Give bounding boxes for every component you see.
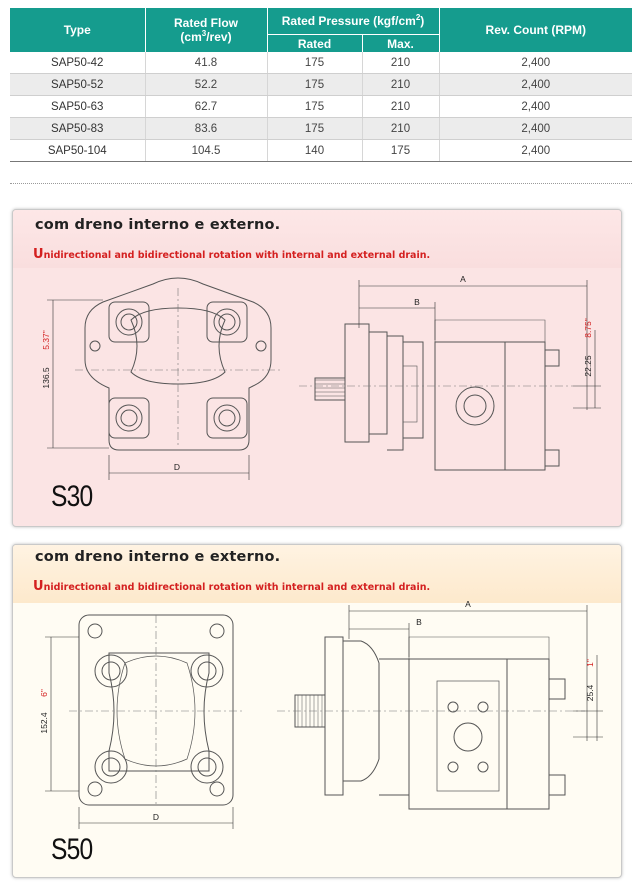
cell-max: 210 [362,117,440,140]
header-rev-count: Rev. Count (RPM) [439,8,633,52]
cell-max: 210 [362,52,440,74]
s30-dim-d: D [174,462,180,472]
panel-title: com dreno interno e externo. [35,549,281,565]
s30-height-mm: 136.5 [41,367,51,389]
header-rated-flow-line1: Rated Flow [173,16,238,30]
cell-rated: 175 [267,52,363,74]
cell-rpm: 2,400 [439,117,633,140]
header-rated-flow-line2-end: /rev) [206,30,232,44]
panel-title: com dreno interno e externo. [35,217,281,233]
header-rated-pressure-text: Rated Pressure (kgf/cm [281,14,416,28]
header-rated-pressure-sup: 2 [415,13,421,22]
subtitle-initial: U [33,579,44,594]
cell-rated: 175 [267,95,363,118]
subtitle-text: nidirectional and bidirectional rotation… [43,250,431,261]
spec-table: Type Rated Flow (cm3/rev) Rated Pressure… [10,8,633,162]
cell-flow: 104.5 [145,139,268,162]
panel-subtitle: Unidirectional and bidirectional rotatio… [33,247,430,262]
s30-technical-drawing: 136.5 5.37" D [41,274,601,480]
cell-rpm: 2,400 [439,52,633,74]
cell-max: 210 [362,73,440,96]
drawing-panel-s50: 152.4 6" D [12,544,622,878]
cell-rated: 175 [267,117,363,140]
s50-offset-in: 1" [585,659,595,667]
cell-type: SAP50-104 [10,139,146,162]
cell-type: SAP50-52 [10,73,146,96]
subtitle-initial: U [33,247,44,262]
cell-rated: 175 [267,73,363,96]
panel-subtitle: Unidirectional and bidirectional rotatio… [33,579,430,594]
s30-dim-b: B [414,297,420,307]
s50-technical-drawing: 152.4 6" D [39,599,603,829]
panel-header-band [13,545,621,603]
cell-rated: 140 [267,139,363,162]
header-rated-flow-sup: 3 [201,29,207,38]
cell-flow: 62.7 [145,95,268,118]
cell-max: 210 [362,95,440,118]
table-row: SAP50-104 104.5 140 175 2,400 [10,139,633,162]
cell-rpm: 2,400 [439,95,633,118]
header-rated-flow-line2: (cm [180,30,202,44]
s50-height-mm: 152.4 [39,712,49,734]
s30-height-in: 5.37" [41,330,51,350]
header-type: Type [10,8,146,52]
s50-dim-b: B [416,617,422,627]
dotted-separator [10,183,632,184]
table-row: SAP50-42 41.8 175 210 2,400 [10,52,633,74]
panel-header-band [13,210,621,268]
cell-type: SAP50-83 [10,117,146,140]
s50-height-in: 6" [39,689,49,697]
s50-dim-a: A [465,599,471,609]
s50-offset-mm: 25.4 [585,684,595,701]
cell-flow: 52.2 [145,73,268,96]
header-max: Max. [362,34,440,52]
s50-dim-d: D [153,812,159,822]
drawing-panel-s30: 136.5 5.37" D [12,209,622,527]
s30-dim-a: A [460,274,466,284]
s30-offset-in: 8.75" [583,318,593,338]
cell-rpm: 2,400 [439,139,633,162]
table-row: SAP50-83 83.6 175 210 2,400 [10,117,633,140]
cell-type: SAP50-63 [10,95,146,118]
header-rated: Rated [267,34,363,52]
cell-flow: 41.8 [145,52,268,74]
table-row: SAP50-63 62.7 175 210 2,400 [10,95,633,118]
subtitle-text: nidirectional and bidirectional rotation… [43,582,431,593]
table-row: SAP50-52 52.2 175 210 2,400 [10,73,633,96]
s30-offset-mm: 22.25 [583,355,593,377]
header-rated-flow: Rated Flow (cm3/rev) [145,8,268,52]
model-label: S30 [51,480,93,513]
header-rated-pressure: Rated Pressure (kgf/cm2) [267,8,440,35]
cell-flow: 83.6 [145,117,268,140]
cell-rpm: 2,400 [439,73,633,96]
cell-type: SAP50-42 [10,52,146,74]
model-label: S50 [51,833,93,866]
cell-max: 175 [362,139,440,162]
header-rated-pressure-end: ) [420,14,425,28]
